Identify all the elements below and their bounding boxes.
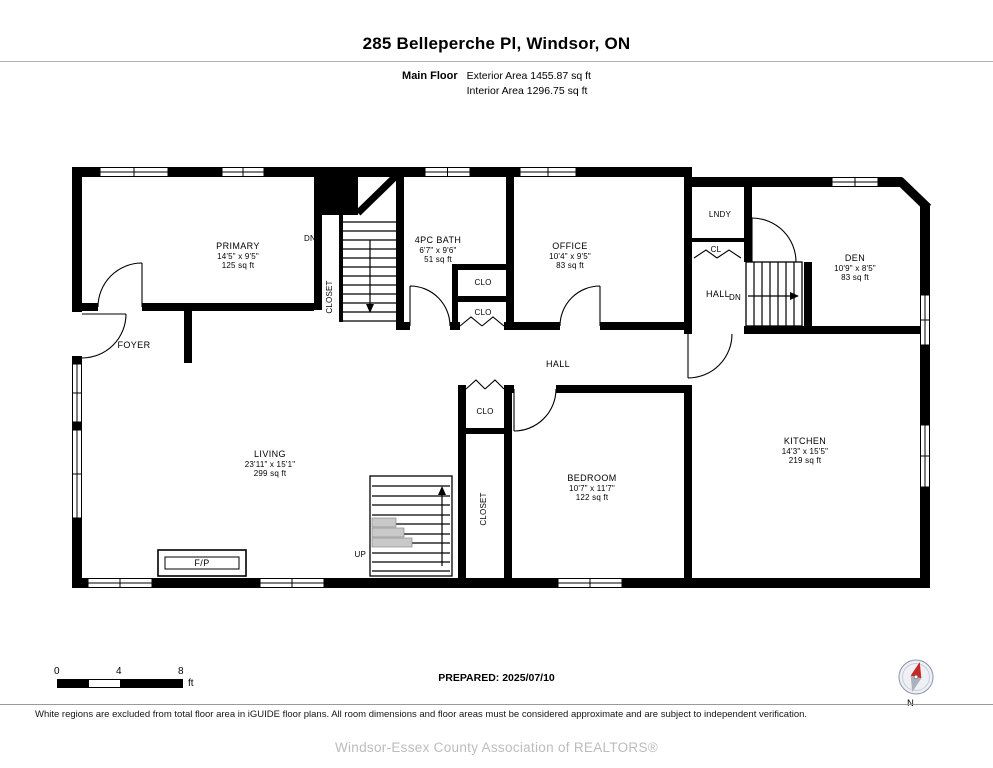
- arrow-head-icon: [438, 486, 446, 495]
- label-up: UP: [354, 550, 366, 559]
- scale-label-4: 4: [116, 666, 122, 677]
- interior-area: Interior Area 1296.75 sq ft: [466, 85, 588, 97]
- label-closet-bedroom: CLOSET: [479, 492, 488, 525]
- room-label-bedroom: BEDROOM: [567, 473, 616, 483]
- room-dims-living: 23'11" x 15'1": [245, 460, 296, 469]
- window: [72, 363, 82, 423]
- label-hall-right: HALL: [706, 289, 730, 299]
- window: [221, 167, 265, 177]
- room-label-den: DEN: [845, 253, 865, 263]
- label-foyer: FOYER: [117, 340, 150, 350]
- room-label-bath: 4PC BATH: [415, 235, 462, 245]
- window: [72, 429, 82, 519]
- room-dims-bath: 6'7" x 9'6": [419, 246, 456, 255]
- outer-walls: [72, 167, 930, 588]
- exterior-area: Exterior Area 1455.87 sq ft: [466, 70, 591, 82]
- room-dims-den: 10'9" x 8'5": [834, 264, 876, 273]
- room-label-living: LIVING: [254, 449, 286, 459]
- stairs-down-center: [343, 221, 396, 322]
- room-area-kitchen: 219 sq ft: [789, 456, 822, 465]
- window: [557, 578, 623, 588]
- label-laundry: LNDY: [709, 210, 732, 219]
- room-dims-primary: 14'5" x 9'5": [217, 252, 259, 261]
- prepared-date: PREPARED: 2025/07/10: [438, 672, 555, 684]
- kitchen-door: [687, 333, 733, 379]
- scale-label-0: 0: [54, 666, 60, 677]
- window: [831, 177, 879, 187]
- window: [259, 578, 325, 588]
- area-summary: Exterior Area 1455.87 sq ft Interior Are…: [467, 69, 591, 99]
- window: [519, 167, 577, 177]
- page-title: 285 Belleperche Pl, Windsor, ON: [362, 34, 631, 53]
- hall-closet-bifold: [465, 379, 505, 390]
- laundry-bifold: [693, 249, 742, 259]
- room-area-bath: 51 sq ft: [424, 255, 452, 264]
- room-area-bedroom: 122 sq ft: [576, 493, 609, 502]
- scale-bar-graphic: [57, 679, 183, 688]
- stair-landing-steps: [371, 517, 413, 548]
- doors: [81, 217, 797, 432]
- front-door: [81, 313, 127, 359]
- room-dims-bedroom: 10'7" x 11'7": [569, 484, 615, 493]
- bath-diagonal-wall: [355, 171, 401, 216]
- room-area-living: 299 sq ft: [254, 469, 287, 478]
- footer-divider: [0, 704, 993, 705]
- room-label-office: OFFICE: [552, 241, 587, 251]
- window: [424, 167, 471, 177]
- den-corner-diagonal-wall: [896, 177, 932, 212]
- primary-door: [97, 262, 143, 308]
- fireplace: [157, 549, 247, 577]
- label-cl: CL: [711, 245, 722, 254]
- compass-needle-icon: [910, 661, 922, 693]
- label-dn-center: DN: [304, 234, 316, 243]
- window: [99, 167, 169, 177]
- stairs-up: [369, 475, 453, 577]
- scale-label-8: 8: [178, 666, 184, 677]
- room-area-den: 83 sq ft: [841, 273, 869, 282]
- room-label-kitchen: KITCHEN: [784, 436, 826, 446]
- room-area-primary: 125 sq ft: [222, 261, 255, 270]
- scale-unit: ft: [188, 678, 194, 689]
- bifold-doors: [459, 249, 742, 390]
- label-hall-center: HALL: [546, 359, 570, 369]
- room-dims-kitchen: 14'3" x 15'5": [782, 447, 828, 456]
- windows: [72, 167, 930, 588]
- arrow-head-icon: [790, 292, 799, 300]
- label-clo-3: CLO: [476, 407, 493, 416]
- room-label-primary: PRIMARY: [216, 241, 260, 251]
- label-closet-understairs: CLOSET: [325, 280, 334, 313]
- floor-info: Main Floor Exterior Area 1455.87 sq ft I…: [0, 69, 993, 99]
- label-fireplace: F/P: [194, 558, 209, 568]
- window: [87, 578, 153, 588]
- label-dn-right: DN: [729, 293, 741, 302]
- room-area-office: 83 sq ft: [556, 261, 584, 270]
- window: [920, 424, 930, 488]
- label-clo-2: CLO: [474, 308, 491, 317]
- interior-walls: [72, 167, 928, 578]
- bath-door: [409, 285, 451, 327]
- scale-bar: 0 4 8 ft: [54, 666, 217, 694]
- den-door: [751, 217, 797, 263]
- disclaimer-text: White regions are excluded from total fl…: [35, 709, 808, 720]
- stairs-down-right: [745, 261, 803, 327]
- floor-label: Main Floor: [402, 70, 458, 82]
- header-divider: [0, 61, 993, 62]
- arrow-head-icon: [366, 304, 374, 313]
- compass: N: [898, 659, 934, 709]
- linen-closet-bifold: [459, 316, 505, 327]
- room-dims-office: 10'4" x 9'5": [549, 252, 591, 261]
- window: [920, 294, 930, 346]
- label-clo-1: CLO: [474, 278, 491, 287]
- bedroom-door: [513, 388, 557, 432]
- watermark-text: Windsor-Essex County Association of REAL…: [334, 740, 659, 755]
- room-labels: PRIMARY 14'5" x 9'5" 125 sq ft 4PC BATH …: [117, 210, 875, 568]
- compass-north-label: N: [907, 698, 914, 709]
- office-door: [559, 285, 601, 327]
